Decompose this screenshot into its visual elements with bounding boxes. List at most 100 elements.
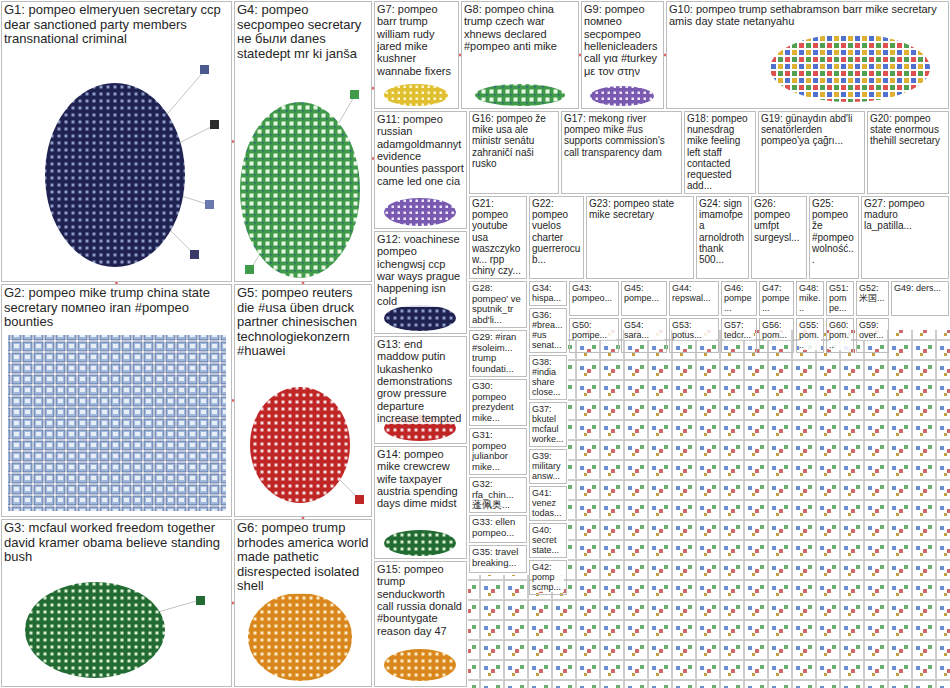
group-label: G45: pompe... (624, 283, 664, 303)
group-label: G8: pompeo china trump czech war xhnews … (464, 3, 576, 52)
group-box: G29: #iran #soleim... trump foundati... (469, 330, 527, 377)
group-box: G22: pompeo vuelos charter guerrerocub..… (529, 196, 584, 279)
cluster-graphic (240, 102, 360, 278)
group-box: G59: over... (856, 318, 889, 353)
group-box: G24: sign imamofpea arnoldroth thank 500… (696, 196, 749, 279)
group-box: G46: pompe... (721, 281, 757, 316)
group-box: G6: pompeo trump brhodes america world m… (234, 519, 372, 687)
group-box: G56: pom... (759, 318, 794, 353)
group-box: G35: travel breaking... (469, 545, 527, 573)
group-label: G32: rfa_chin... 蓬佩奥... (472, 479, 524, 511)
group-box: G27: pompeo maduro la_patilla... (861, 196, 949, 279)
group-box: G53: potus... (669, 318, 719, 353)
group-box: G32: rfa_chin... 蓬佩奥... (469, 477, 527, 513)
group-box: G18: pompeo nunesdrag mike feeling left … (684, 111, 756, 194)
group-label: G34: hispa... (532, 283, 564, 303)
group-label: G15: pompeo trump senduckworth call russ… (377, 563, 464, 637)
group-box: G57: tedcr... (721, 318, 757, 353)
group-box: G8: pompeo china trump czech war xhnews … (461, 1, 579, 109)
group-box: G34: hispa... (529, 281, 567, 306)
group-box: G28: pompeo' ve sputnik_tr abd'li... (469, 281, 527, 328)
group-box: G38: #india share close... (529, 355, 567, 400)
group-label: G31: pompeo julianbor mike... (472, 430, 524, 473)
group-box: G2: pompeo mike trump china state secret… (1, 284, 232, 517)
group-box: G41: venez todas... (529, 486, 567, 521)
group-box: G25: pompeo že #pompeo wolność... (809, 196, 859, 279)
cluster-graphic (475, 84, 565, 106)
cluster-graphic (770, 34, 930, 102)
group-label: G16: pompeo že mike usa ale ministr sená… (472, 113, 556, 169)
group-box: G7: pompeo barr trump william rudy jared… (374, 1, 459, 109)
group-box: G43: pompeo... (569, 281, 619, 316)
cluster-graphic (250, 387, 350, 503)
group-label: G7: pompeo barr trump william rudy jared… (377, 3, 456, 77)
group-box: G39: military answ... (529, 449, 567, 484)
cluster-graphic (384, 198, 456, 226)
group-box: G48: mike... (796, 281, 824, 316)
group-label: G3: mcfaul worked freedom together david… (4, 521, 229, 565)
group-label: G13: end maddow putin lukashenko demonst… (377, 338, 464, 424)
group-box: G33: ellen pompeo... (469, 515, 527, 543)
group-label: G28: pompeo' ve sputnik_tr abd'li... (472, 283, 524, 326)
group-box: G51: pompe... (826, 281, 854, 316)
group-box: G49: ders... (891, 281, 949, 316)
vertex-icon (210, 120, 219, 129)
group-box: G36: #brea... #us senat... (529, 308, 567, 353)
cluster-graphic (384, 84, 448, 106)
group-box: G16: pompeo že mike usa ale ministr sená… (469, 111, 559, 194)
group-box: G14: pompeo mike crewcrew wife taxpayer … (374, 446, 467, 559)
group-label: G54: sara... (624, 320, 664, 340)
group-label: G37: bkutel mcfaul worke... (532, 404, 564, 444)
group-box: G54: sara... (621, 318, 667, 353)
group-label: G59: over... (859, 320, 886, 340)
group-label: G57: tedcr... (724, 320, 754, 340)
group-label: G23: pompeo state mike secretary (589, 198, 691, 220)
group-box: G11: pompeo russian adamgoldmannyt evide… (374, 111, 467, 229)
cluster-graphic (8, 335, 226, 511)
vertex-icon (196, 596, 205, 605)
group-label: G56: pom... (762, 320, 791, 340)
group-box: G26: pompeo umfpt surgeysl... (751, 196, 807, 279)
small-groups-grid (568, 330, 950, 688)
group-box: G47: pompe... (759, 281, 794, 316)
group-label: G46: pompe... (724, 283, 754, 313)
group-label: G42: pomp scmp... (532, 562, 564, 592)
group-label: G52: 米国... (859, 283, 886, 303)
vertex-icon (190, 250, 199, 259)
group-box: G31: pompeo julianbor mike... (469, 428, 527, 475)
group-label: G1: pompeo elmeryuen secretary ccp dear … (4, 3, 229, 47)
group-label: G10: pompeo trump sethabramson barr mike… (669, 3, 946, 28)
group-box: G1: pompeo elmeryuen secretary ccp dear … (1, 1, 232, 282)
group-box: G3: mcfaul worked freedom together david… (1, 519, 232, 687)
group-box: G42: pomp scmp... (529, 560, 567, 595)
group-label: G49: ders... (894, 283, 946, 293)
group-box: G13: end maddow putin lukashenko demonst… (374, 336, 467, 444)
group-label: G51: pompe... (829, 283, 851, 313)
group-box: G23: pompeo state mike secretary (586, 196, 694, 279)
group-box: G45: pompe... (621, 281, 667, 316)
group-box: G37: bkutel mcfaul worke... (529, 402, 567, 447)
group-label: G48: mike... (799, 283, 821, 313)
group-label: G33: ellen pompeo... (472, 517, 524, 538)
group-box: G50: pompe... (569, 318, 619, 353)
vertex-icon (350, 90, 359, 99)
cluster-graphic (384, 530, 456, 556)
group-box: G55: pom... (796, 318, 824, 353)
group-box: G15: pompeo trump senduckworth call russ… (374, 561, 467, 687)
group-label: G25: pompeo že #pompeo wolność... (812, 198, 856, 265)
group-box: G10: pompeo trump sethabramson barr mike… (666, 1, 949, 109)
group-label: G19: günaydın abd'li senatörlerden pompe… (761, 113, 862, 147)
group-label: G12: voachinese pompeo ichengwsj ccp war… (377, 233, 464, 307)
group-label: G55: pom... (799, 320, 821, 350)
group-box: G9: pompeo помпео secpompeo helleniclead… (581, 1, 664, 109)
group-label: G24: sign imamofpea arnoldroth thank 500… (699, 198, 746, 265)
group-label: G20: pompeo state enormous thehill secre… (870, 113, 946, 147)
group-label: G47: pompe... (762, 283, 791, 313)
group-label: G29: #iran #soleim... trump foundati... (472, 332, 524, 375)
group-label: G39: military answ... (532, 451, 564, 481)
group-label: G18: pompeo nunesdrag mike feeling left … (687, 113, 753, 191)
group-label: G30: pompeo prezydent mike... (472, 381, 524, 424)
group-box: G20: pompeo state enormous thehill secre… (867, 111, 949, 194)
